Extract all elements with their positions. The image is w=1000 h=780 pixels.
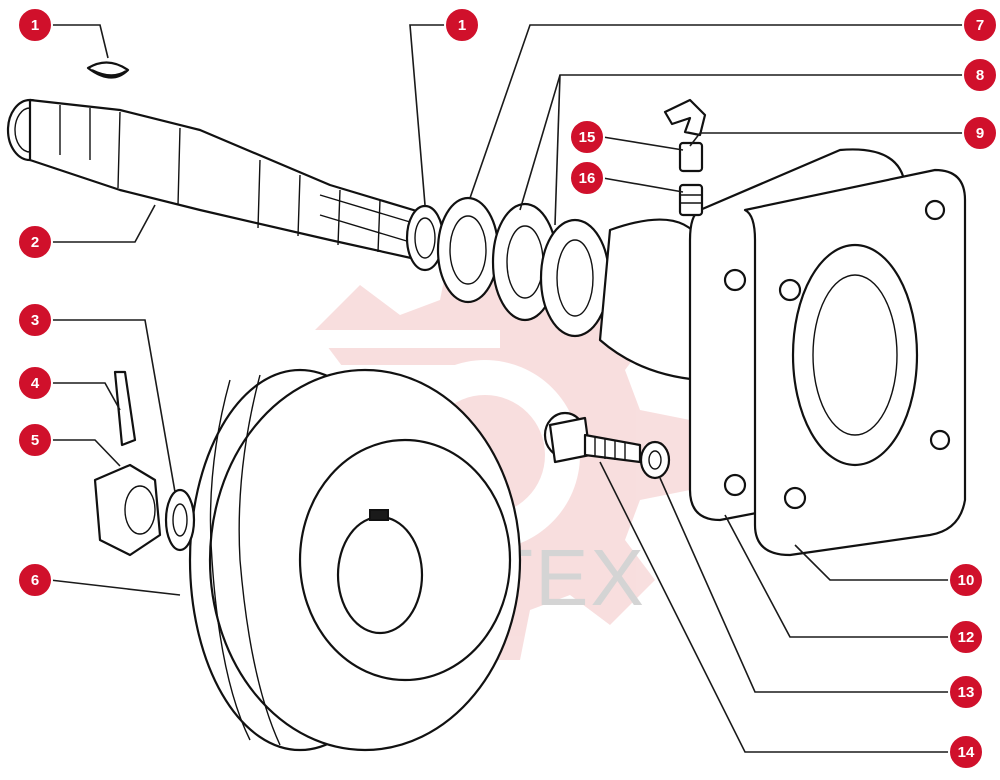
pulley-part xyxy=(188,368,522,752)
svg-text:3: 3 xyxy=(31,312,39,329)
svg-text:8: 8 xyxy=(976,67,984,84)
callout-3: 3 xyxy=(17,302,53,338)
flange-housing-part xyxy=(598,148,967,557)
callout-8: 8 xyxy=(962,57,998,93)
svg-text:10: 10 xyxy=(958,572,975,589)
svg-text:2: 2 xyxy=(31,234,39,251)
woodruff-key-part xyxy=(86,61,130,79)
callout-15: 15 xyxy=(569,119,605,155)
grease-fittings-part xyxy=(663,98,707,217)
callout-2: 2 xyxy=(17,224,53,260)
callout-9: 9 xyxy=(962,115,998,151)
svg-text:4: 4 xyxy=(31,375,40,392)
bolt-washer-part xyxy=(543,411,671,480)
callout-16: 16 xyxy=(569,160,605,196)
leader-lines xyxy=(49,24,965,753)
svg-text:15: 15 xyxy=(579,129,596,146)
spacer-pin-nut-parts xyxy=(93,370,196,557)
svg-text:9: 9 xyxy=(976,125,984,142)
callout-10: 10 xyxy=(948,562,984,598)
svg-text:7: 7 xyxy=(976,17,984,34)
svg-text:1: 1 xyxy=(458,17,466,34)
svg-text:16: 16 xyxy=(579,170,596,187)
svg-text:12: 12 xyxy=(958,629,975,646)
callout-7: 7 xyxy=(962,7,998,43)
svg-text:14: 14 xyxy=(958,744,975,761)
callout-4: 4 xyxy=(17,365,53,401)
callout-1-seal: 1 xyxy=(444,7,480,43)
callout-5: 5 xyxy=(17,422,53,458)
callout-13: 13 xyxy=(948,674,984,710)
svg-text:5: 5 xyxy=(31,432,39,449)
svg-text:1: 1 xyxy=(31,17,39,34)
shaft-part xyxy=(6,98,432,262)
bearing-stack-part xyxy=(405,196,611,338)
svg-text:6: 6 xyxy=(31,572,39,589)
callout-6: 6 xyxy=(17,562,53,598)
callout-12: 12 xyxy=(948,619,984,655)
callout-14: 14 xyxy=(948,734,984,770)
callout-1-key: 1 xyxy=(17,7,53,43)
svg-text:13: 13 xyxy=(958,684,975,701)
